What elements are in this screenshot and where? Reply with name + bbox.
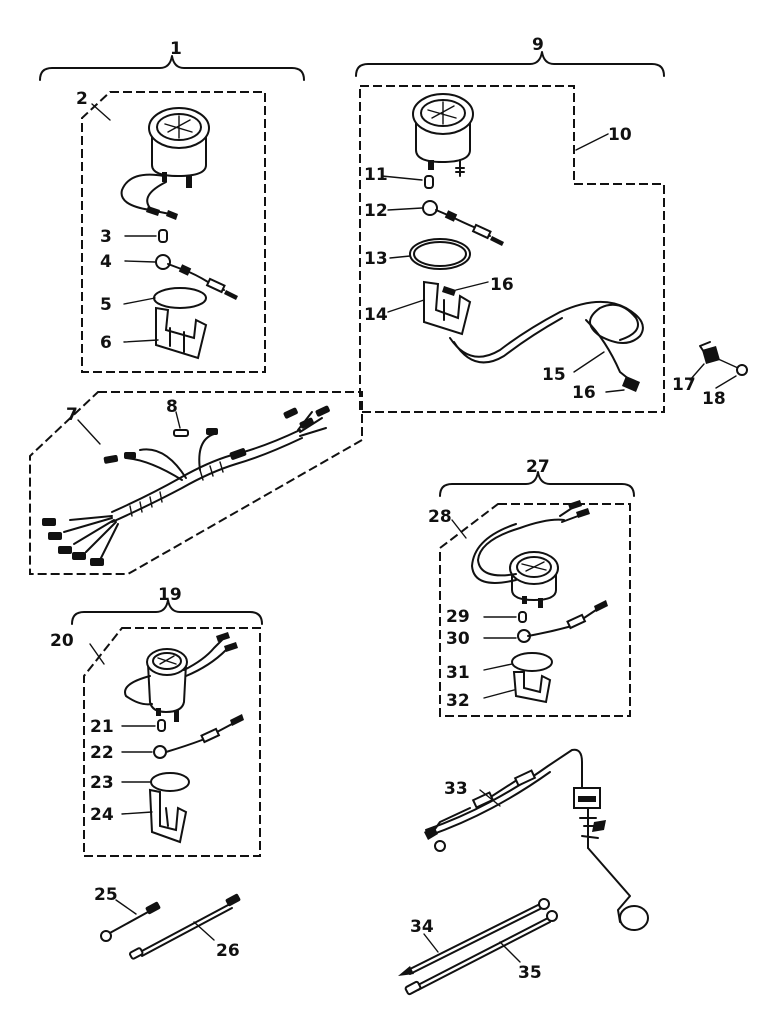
part-5-ring	[153, 287, 207, 309]
part-14-bracket	[423, 280, 472, 336]
harness-bundle	[111, 429, 301, 513]
part-17	[702, 346, 720, 364]
gauge-28	[509, 551, 559, 608]
label-32: 32	[446, 691, 470, 711]
float	[619, 905, 649, 931]
part-4	[155, 254, 238, 300]
label-25: 25	[94, 885, 118, 905]
gauge-9	[412, 93, 474, 177]
part-13-ring	[409, 238, 471, 270]
part-34-lead	[407, 903, 541, 971]
group-17-18: 17 18	[672, 341, 748, 409]
box-7	[29, 391, 363, 575]
box-28	[439, 503, 631, 717]
part-12	[422, 200, 504, 246]
box-2	[81, 91, 266, 373]
label-23: 23	[90, 773, 114, 793]
part-8-fuse	[173, 429, 189, 437]
float-arm	[587, 847, 631, 923]
part-18	[736, 364, 748, 376]
label-5: 5	[100, 295, 112, 315]
leader-2	[91, 103, 111, 121]
part-30	[517, 600, 608, 643]
brace-19	[71, 599, 263, 625]
brace-1	[39, 55, 305, 81]
part-3	[158, 229, 168, 243]
part-29	[518, 611, 527, 623]
group-19: 19 20 21 22 23 24	[50, 585, 263, 857]
box-20	[83, 627, 261, 857]
part-22	[153, 714, 244, 759]
label-28: 28	[428, 507, 452, 527]
part-23-ring	[150, 772, 190, 792]
label-9: 9	[532, 35, 544, 55]
label-4: 4	[100, 252, 112, 272]
label-21: 21	[90, 717, 114, 737]
part-24-bracket	[148, 788, 188, 844]
label-1: 1	[170, 39, 182, 59]
label-24: 24	[90, 805, 114, 825]
brace-27	[439, 471, 635, 497]
label-8: 8	[166, 397, 178, 417]
part-26-lead	[139, 903, 231, 953]
label-35: 35	[518, 963, 542, 983]
wire-2	[120, 173, 171, 215]
gauge-2	[148, 107, 210, 188]
part-11	[424, 175, 434, 189]
part-6-bracket	[155, 306, 208, 360]
label-33: 33	[444, 779, 468, 799]
label-13: 13	[364, 249, 388, 269]
part-31-ring	[511, 652, 553, 672]
label-6: 6	[100, 333, 112, 353]
label-11: 11	[364, 165, 388, 185]
box-9	[359, 85, 665, 413]
label-27: 27	[526, 457, 550, 477]
label-16b: 16	[572, 383, 596, 403]
part-35-lead	[415, 917, 549, 987]
label-22: 22	[90, 743, 114, 763]
label-26: 26	[216, 941, 240, 961]
group-7: 7 8	[29, 391, 363, 575]
label-3: 3	[100, 227, 112, 247]
label-16a: 16	[490, 275, 514, 295]
part-16b-clip	[622, 376, 640, 392]
brace-9	[355, 51, 665, 77]
part-15-tube	[449, 300, 644, 358]
group-33: 33	[424, 748, 649, 931]
label-18: 18	[702, 389, 726, 409]
label-12: 12	[364, 201, 388, 221]
group-25-26: 25 26	[94, 885, 241, 961]
label-19: 19	[158, 585, 182, 605]
part-21	[157, 719, 166, 732]
group-1: 1 2 3 4 5 6	[39, 39, 305, 373]
label-20: 20	[50, 631, 74, 651]
label-2: 2	[76, 89, 88, 109]
part-25-lead	[107, 911, 149, 935]
label-17: 17	[672, 375, 696, 395]
group-34-35: 34 35	[398, 898, 558, 996]
gauge-20	[146, 648, 188, 722]
label-10: 10	[608, 125, 632, 145]
label-30: 30	[446, 629, 470, 649]
part-16-clip	[442, 286, 456, 296]
label-31: 31	[446, 663, 470, 683]
group-9: 9 10 11 12 13 14 15 16 16	[355, 35, 665, 413]
label-7: 7	[66, 405, 78, 425]
group-27: 27 28 29 30 31 32	[428, 457, 635, 717]
part-32-bracket	[512, 671, 552, 704]
label-15: 15	[542, 365, 566, 385]
label-14: 14	[364, 305, 388, 325]
label-34: 34	[410, 917, 434, 937]
label-29: 29	[446, 607, 470, 627]
